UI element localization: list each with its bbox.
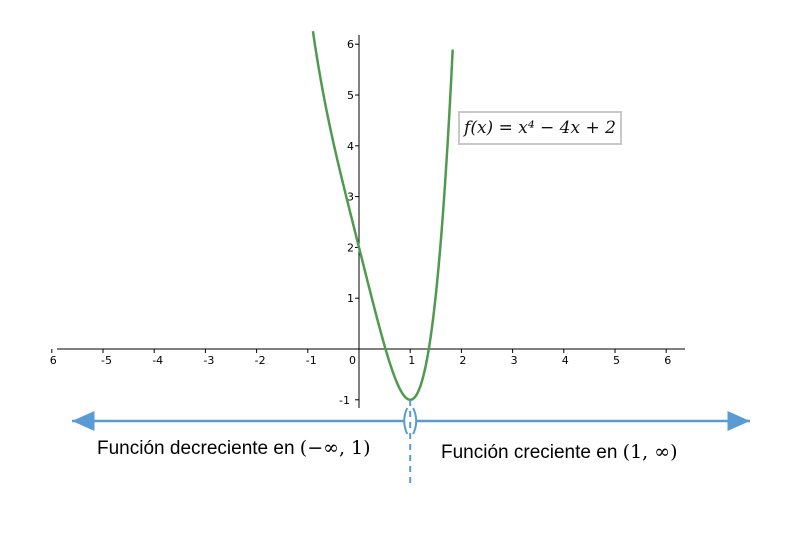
function-curve bbox=[311, 31, 454, 402]
y-tick-label: 3 bbox=[347, 191, 354, 204]
decreasing-interval: (−∞, 1) bbox=[299, 437, 371, 459]
x-tick-label: -5 bbox=[101, 354, 112, 367]
x-tick-label: 4 bbox=[562, 354, 569, 367]
x-tick-label: 0 bbox=[349, 354, 356, 367]
x-tick-label: -1 bbox=[306, 354, 317, 367]
x-tick-label: 1 bbox=[408, 354, 415, 367]
interval-arrows bbox=[72, 400, 750, 488]
y-tick-label: 4 bbox=[347, 140, 354, 153]
left-open-bracket bbox=[403, 407, 409, 435]
function-label: f(x) = x⁴ − 4x + 2 bbox=[458, 111, 622, 145]
axes bbox=[57, 35, 685, 408]
axis-ticks: 6 -5 -4 -3 -2 -1 0 1 2 3 4 5 6 -1 1 2 3 4 5 6 bbox=[50, 38, 671, 407]
decreasing-text: Función decreciente en bbox=[97, 438, 295, 459]
x-tick-label: -2 bbox=[255, 354, 266, 367]
decreasing-annotation: Función decreciente en (−∞, 1) bbox=[97, 437, 371, 460]
increasing-text: Función creciente en bbox=[441, 442, 618, 463]
x-tick-label: 5 bbox=[613, 354, 620, 367]
function-label-text: f(x) = x⁴ − 4x + 2 bbox=[464, 118, 616, 138]
x-tick-label: -3 bbox=[203, 354, 214, 367]
x-tick-label: 2 bbox=[459, 354, 466, 367]
y-tick-label: 1 bbox=[347, 292, 354, 305]
x-tick-label: 3 bbox=[511, 354, 518, 367]
x-tick-label: -4 bbox=[152, 354, 163, 367]
y-tick-label: 5 bbox=[347, 89, 354, 102]
x-tick-label: 6 bbox=[664, 354, 671, 367]
x-tick-label: 6 bbox=[50, 354, 57, 367]
curve-layer bbox=[311, 31, 454, 402]
right-open-bracket bbox=[412, 407, 418, 435]
increasing-annotation: Función creciente en (1, ∞) bbox=[441, 441, 678, 464]
y-tick-label: -1 bbox=[339, 394, 350, 407]
increasing-interval: (1, ∞) bbox=[622, 441, 678, 463]
y-tick-label: 2 bbox=[347, 241, 354, 254]
y-tick-label: 6 bbox=[347, 38, 354, 51]
